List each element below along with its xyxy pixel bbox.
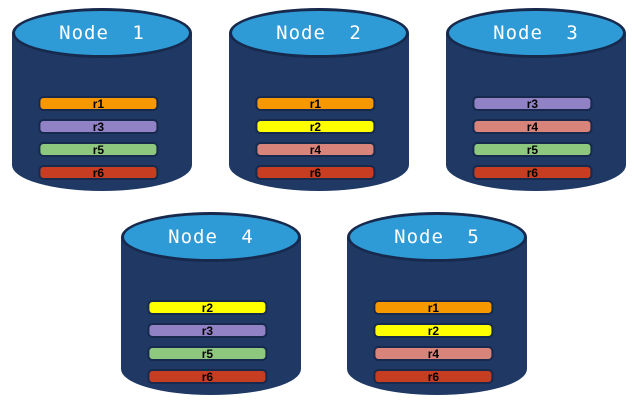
cylinder-body: r1 r3 r5 r6 [12, 33, 192, 191]
replica-bar: r1 [38, 96, 159, 111]
node-title: Node 1 [59, 22, 145, 44]
replica-bar: r3 [472, 96, 593, 111]
replica-label: r4 [309, 142, 322, 157]
replica-label: r4 [427, 346, 440, 361]
replica-bar: r4 [472, 119, 593, 134]
replica-label: r6 [526, 165, 539, 180]
replica-list: r1 r3 r5 r6 [38, 96, 159, 180]
replica-bar: r1 [255, 96, 376, 111]
node-title: Node 2 [276, 22, 362, 44]
replica-list: r1 r2 r4 r6 [255, 96, 376, 180]
node-row-bottom: r2 r3 r5 r6 Node 4 r1 r2 r4 r6 Node 5 [121, 212, 527, 395]
cylinder-top-ellipse: Node 5 [347, 212, 527, 262]
replica-bar: r6 [147, 369, 268, 384]
cylinder-body: r1 r2 r4 r6 [229, 33, 409, 191]
replica-bar: r2 [147, 300, 268, 315]
node-row-top: r1 r3 r5 r6 Node 1 r1 r2 r4 r6 Node 2 [12, 8, 626, 191]
node-title: Node 3 [493, 22, 579, 44]
replica-bar: r5 [147, 346, 268, 361]
replica-bar: r4 [373, 346, 494, 361]
replica-bar: r3 [147, 323, 268, 338]
cylinder-top-ellipse: Node 4 [121, 212, 301, 262]
replica-bar: r2 [373, 323, 494, 338]
replica-label: r6 [92, 165, 105, 180]
replica-label: r2 [201, 300, 214, 315]
replica-label: r5 [201, 346, 214, 361]
cylinder-body: r3 r4 r5 r6 [446, 33, 626, 191]
replica-label: r1 [309, 96, 322, 111]
replica-bar: r6 [373, 369, 494, 384]
replica-bar: r1 [373, 300, 494, 315]
replica-label: r4 [526, 119, 539, 134]
node-title: Node 4 [168, 226, 254, 248]
cylinder-body: r1 r2 r4 r6 [347, 237, 527, 395]
replica-label: r6 [309, 165, 322, 180]
replica-label: r3 [92, 119, 105, 134]
replica-label: r5 [92, 142, 105, 157]
replica-label: r2 [309, 119, 322, 134]
replica-label: r6 [201, 369, 214, 384]
replica-bar: r4 [255, 142, 376, 157]
cylinder-top-ellipse: Node 2 [229, 8, 409, 58]
replica-list: r3 r4 r5 r6 [472, 96, 593, 180]
replica-label: r3 [201, 323, 214, 338]
replica-bar: r2 [255, 119, 376, 134]
replica-label: r5 [526, 142, 539, 157]
cylinder-top-ellipse: Node 1 [12, 8, 192, 58]
cylinder-top-ellipse: Node 3 [446, 8, 626, 58]
replica-bar: r5 [38, 142, 159, 157]
database-node-1: r1 r3 r5 r6 Node 1 [12, 8, 192, 191]
database-node-4: r2 r3 r5 r6 Node 4 [121, 212, 301, 395]
database-node-5: r1 r2 r4 r6 Node 5 [347, 212, 527, 395]
replica-bar: r3 [38, 119, 159, 134]
replica-label: r1 [92, 96, 105, 111]
replica-list: r2 r3 r5 r6 [147, 300, 268, 384]
database-node-2: r1 r2 r4 r6 Node 2 [229, 8, 409, 191]
replica-label: r1 [427, 300, 440, 315]
replica-label: r2 [427, 323, 440, 338]
replica-bar: r5 [472, 142, 593, 157]
replica-list: r1 r2 r4 r6 [373, 300, 494, 384]
node-title: Node 5 [394, 226, 480, 248]
replica-label: r6 [427, 369, 440, 384]
cylinder-body: r2 r3 r5 r6 [121, 237, 301, 395]
replica-bar: r6 [255, 165, 376, 180]
database-node-3: r3 r4 r5 r6 Node 3 [446, 8, 626, 191]
replica-bar: r6 [472, 165, 593, 180]
replica-bar: r6 [38, 165, 159, 180]
replica-label: r3 [526, 96, 539, 111]
